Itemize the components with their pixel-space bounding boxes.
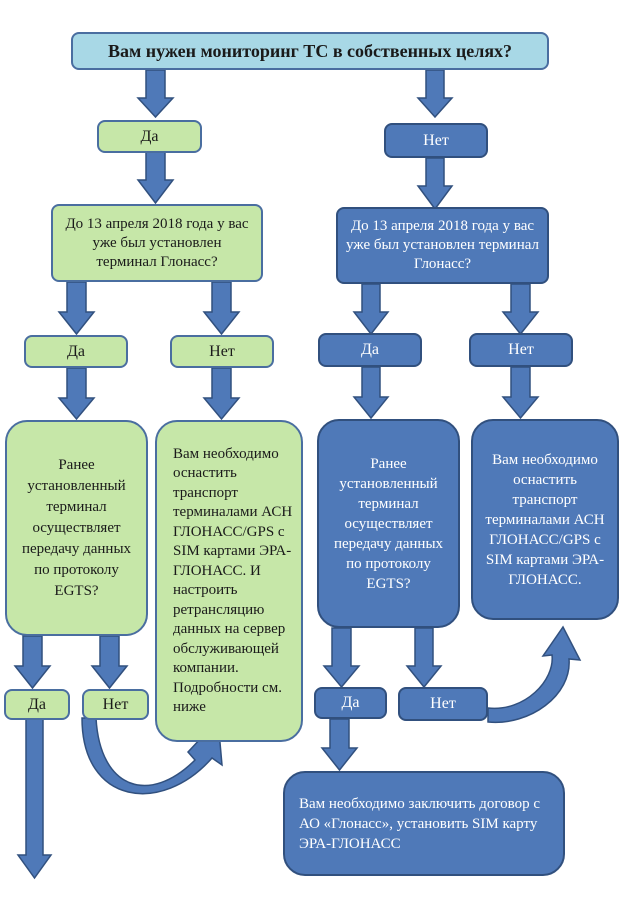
right-no-box: Нет	[469, 333, 573, 367]
left-egts-yes-box: Да	[4, 689, 70, 720]
left-egts-question: Ранее установленный терминал осуществляе…	[5, 420, 148, 636]
left-egts-no-box: Нет	[82, 689, 149, 720]
arrow-down	[90, 635, 129, 690]
right-egts-yes-box: Да	[314, 687, 387, 719]
arrow-down	[57, 281, 96, 336]
arrow-down	[416, 157, 454, 211]
arrow-down	[16, 718, 53, 880]
contract-result: Вам необходимо заключить договор с АО «Г…	[283, 771, 565, 876]
left-install-result: Вам необходимо оснастить транспорт терми…	[155, 420, 303, 742]
left-terminal-question: До 13 апреля 2018 года у вас уже был уст…	[51, 204, 263, 282]
arrow-down	[202, 367, 241, 421]
arrow-down	[322, 627, 361, 689]
arrow-down	[501, 366, 540, 420]
left-no-box: Нет	[170, 335, 274, 368]
arrow-down	[352, 283, 390, 336]
arrow-down	[57, 367, 96, 421]
right-terminal-question: До 13 апреля 2018 года у вас уже был уст…	[336, 207, 549, 284]
arrow-down	[202, 281, 241, 336]
curved-arrow	[487, 625, 582, 724]
answer-no-box: Нет	[384, 123, 488, 158]
arrow-down	[416, 69, 454, 119]
question-box: Вам нужен мониторинг ТС в собственных це…	[71, 32, 549, 70]
arrow-down	[13, 635, 52, 690]
right-yes-box: Да	[318, 333, 422, 367]
arrow-down	[136, 151, 175, 205]
arrow-down	[136, 69, 175, 119]
right-egts-question: Ранее установленный терминал осуществляе…	[317, 419, 460, 628]
answer-yes-box: Да	[97, 120, 202, 153]
curved-arrow	[81, 717, 223, 795]
arrow-down	[352, 366, 390, 420]
arrow-down	[501, 283, 540, 336]
arrow-down	[320, 718, 359, 772]
left-yes-box: Да	[24, 335, 128, 368]
right-install-result: Вам необходимо оснастить транспорт терми…	[471, 419, 619, 620]
right-egts-no-box: Нет	[398, 687, 488, 721]
arrow-down	[405, 627, 443, 689]
